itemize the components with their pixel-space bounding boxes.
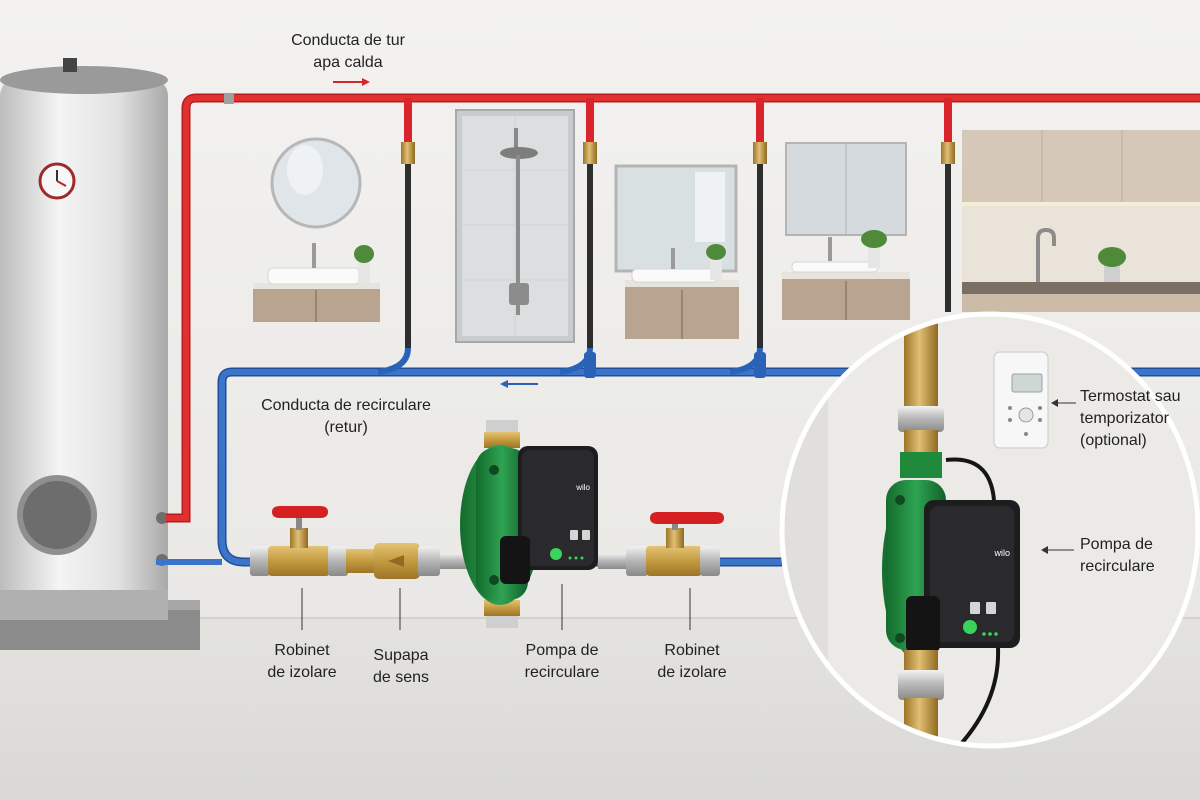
supply-line-label: Conducta de tur apa calda (278, 30, 418, 74)
bathroom-sink-2 (614, 164, 739, 339)
thermostat-device (993, 351, 1049, 449)
hot-flow-arrow-icon (333, 78, 370, 86)
water-heater-tank (0, 58, 200, 650)
pump-detail-brand-logo: wilo (993, 548, 1010, 558)
thermostat-label-line1: Termostat sau (1080, 388, 1181, 405)
bathroom-sink-1 (253, 137, 380, 322)
pump-main-label-line2: recirculare (524, 664, 600, 681)
bathroom-sink-3 (782, 142, 910, 320)
supply-line-label-line1: Conducta de tur (291, 32, 405, 49)
check-valve-label-line2: de sens (372, 669, 430, 686)
check-valve (346, 543, 468, 579)
isolation-valve-right-label: Robinet de izolare (642, 640, 742, 684)
kitchen (962, 130, 1200, 312)
return-line-label-line1: Conducta de recirculare (261, 397, 431, 414)
pump-detail-label-line1: Pompa de (1080, 536, 1153, 553)
return-flow-arrow-icon (500, 380, 538, 388)
isolation-valve-right-label-line1: Robinet (664, 642, 720, 659)
pump-brand-logo: wilo (575, 483, 590, 492)
isolation-valve-left-label-line1: Robinet (274, 642, 330, 659)
check-valve-label: Supapa de sens (356, 645, 446, 689)
pump-detail-label: Pompa de recirculare (1080, 534, 1190, 578)
gauge-icon (38, 162, 76, 200)
isolation-valve-right-label-line2: de izolare (657, 664, 727, 681)
thermostat-pointer-arrow-icon (1051, 399, 1076, 407)
check-valve-label-line1: Supapa (373, 647, 429, 664)
pump-main-label: Pompa de recirculare (506, 640, 618, 684)
shower (455, 109, 575, 343)
return-pipe (156, 347, 1200, 567)
branch-drops (401, 98, 955, 348)
return-line-label-line2: (retur) (324, 419, 368, 436)
isolation-valve-left (250, 506, 348, 576)
isolation-valve-left-label: Robinet de izolare (252, 640, 352, 684)
isolation-valve-left-label-line2: de izolare (267, 664, 337, 681)
pump-pointer-arrow-icon (1041, 546, 1074, 554)
supply-line-label-line2: apa calda (313, 54, 383, 71)
pump-main-label-line1: Pompa de (525, 642, 599, 659)
thermostat-label: Termostat sau temporizator (optional) (1080, 386, 1198, 452)
return-line-label: Conducta de recirculare (retur) (246, 395, 446, 439)
isolation-valve-right (598, 512, 724, 576)
thermostat-label-line2: temporizator (1080, 410, 1169, 427)
leader-lines (301, 584, 691, 630)
hot-supply-pipe (166, 93, 1200, 523)
thermostat-label-line3: (optional) (1080, 432, 1147, 449)
recirculation-pump: wilo (460, 420, 598, 628)
pump-detail-label-line2: recirculare (1080, 558, 1155, 575)
access-panel-icon (17, 475, 97, 555)
